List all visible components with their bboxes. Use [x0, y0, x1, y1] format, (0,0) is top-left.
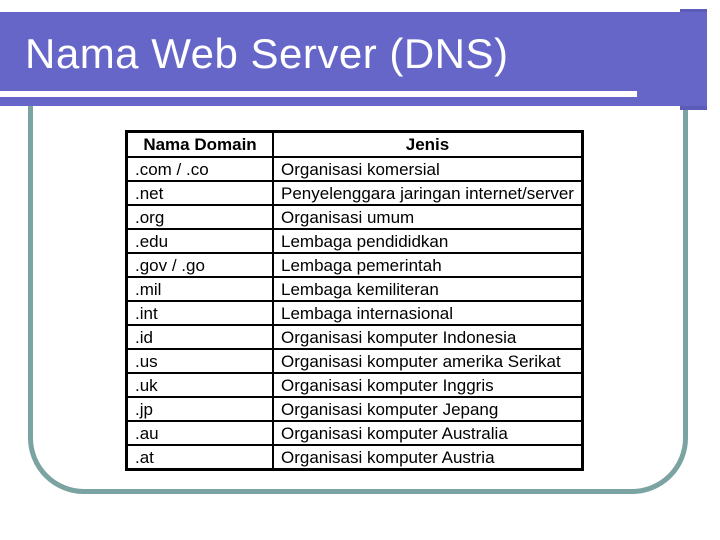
- domain-cell: .us: [125, 348, 274, 374]
- table-row: .uk Organisasi komputer Inggris: [125, 372, 584, 398]
- table-row: .id Organisasi komputer Indonesia: [125, 324, 584, 350]
- slide-title: Nama Web Server (DNS): [25, 30, 509, 77]
- jenis-cell: Penyelenggara jaringan internet/server: [271, 180, 584, 206]
- table-row: .int Lembaga internasional: [125, 300, 584, 326]
- domain-cell: .jp: [125, 396, 274, 422]
- table-row: .com / .co Organisasi komersial: [125, 156, 584, 182]
- jenis-cell: Organisasi komputer Indonesia: [271, 324, 584, 350]
- domain-cell: .edu: [125, 228, 274, 254]
- jenis-cell: Organisasi komputer Australia: [271, 420, 584, 446]
- jenis-cell: Organisasi komputer Austria: [271, 444, 584, 471]
- table-row: .gov / .go Lembaga pemerintah: [125, 252, 584, 278]
- domain-cell: .mil: [125, 276, 274, 302]
- title-underline: [0, 91, 637, 97]
- title-banner: Nama Web Server (DNS): [0, 12, 707, 106]
- domain-cell: .org: [125, 204, 274, 230]
- domain-table: Nama Domain Jenis .com / .co Organisasi …: [125, 130, 584, 471]
- jenis-cell: Lembaga pendididkan: [271, 228, 584, 254]
- domain-table-head: Nama Domain Jenis: [125, 130, 584, 158]
- domain-cell: .gov / .go: [125, 252, 274, 278]
- table-row: .us Organisasi komputer amerika Serikat: [125, 348, 584, 374]
- table-row: .jp Organisasi komputer Jepang: [125, 396, 584, 422]
- jenis-cell: Organisasi komputer amerika Serikat: [271, 348, 584, 374]
- domain-table-body: .com / .co Organisasi komersial .net Pen…: [125, 156, 584, 471]
- domain-cell: .au: [125, 420, 274, 446]
- table-header-jenis: Jenis: [271, 130, 584, 158]
- domain-cell: .at: [125, 444, 274, 471]
- jenis-cell: Organisasi komputer Inggris: [271, 372, 584, 398]
- jenis-cell: Lembaga internasional: [271, 300, 584, 326]
- table-header-nama-domain: Nama Domain: [125, 130, 274, 158]
- domain-cell: .com / .co: [125, 156, 274, 182]
- jenis-cell: Lembaga pemerintah: [271, 252, 584, 278]
- table-row: .au Organisasi komputer Australia: [125, 420, 584, 446]
- jenis-cell: Organisasi komputer Jepang: [271, 396, 584, 422]
- jenis-cell: Lembaga kemiliteran: [271, 276, 584, 302]
- domain-cell: .int: [125, 300, 274, 326]
- jenis-cell: Organisasi komersial: [271, 156, 584, 182]
- table-row: .at Organisasi komputer Austria: [125, 444, 584, 471]
- table-row: .net Penyelenggara jaringan internet/ser…: [125, 180, 584, 206]
- table-header-row: Nama Domain Jenis: [125, 130, 584, 158]
- domain-cell: .uk: [125, 372, 274, 398]
- domain-cell: .net: [125, 180, 274, 206]
- table-row: .edu Lembaga pendididkan: [125, 228, 584, 254]
- table-row: .mil Lembaga kemiliteran: [125, 276, 584, 302]
- domain-cell: .id: [125, 324, 274, 350]
- table-row: .org Organisasi umum: [125, 204, 584, 230]
- jenis-cell: Organisasi umum: [271, 204, 584, 230]
